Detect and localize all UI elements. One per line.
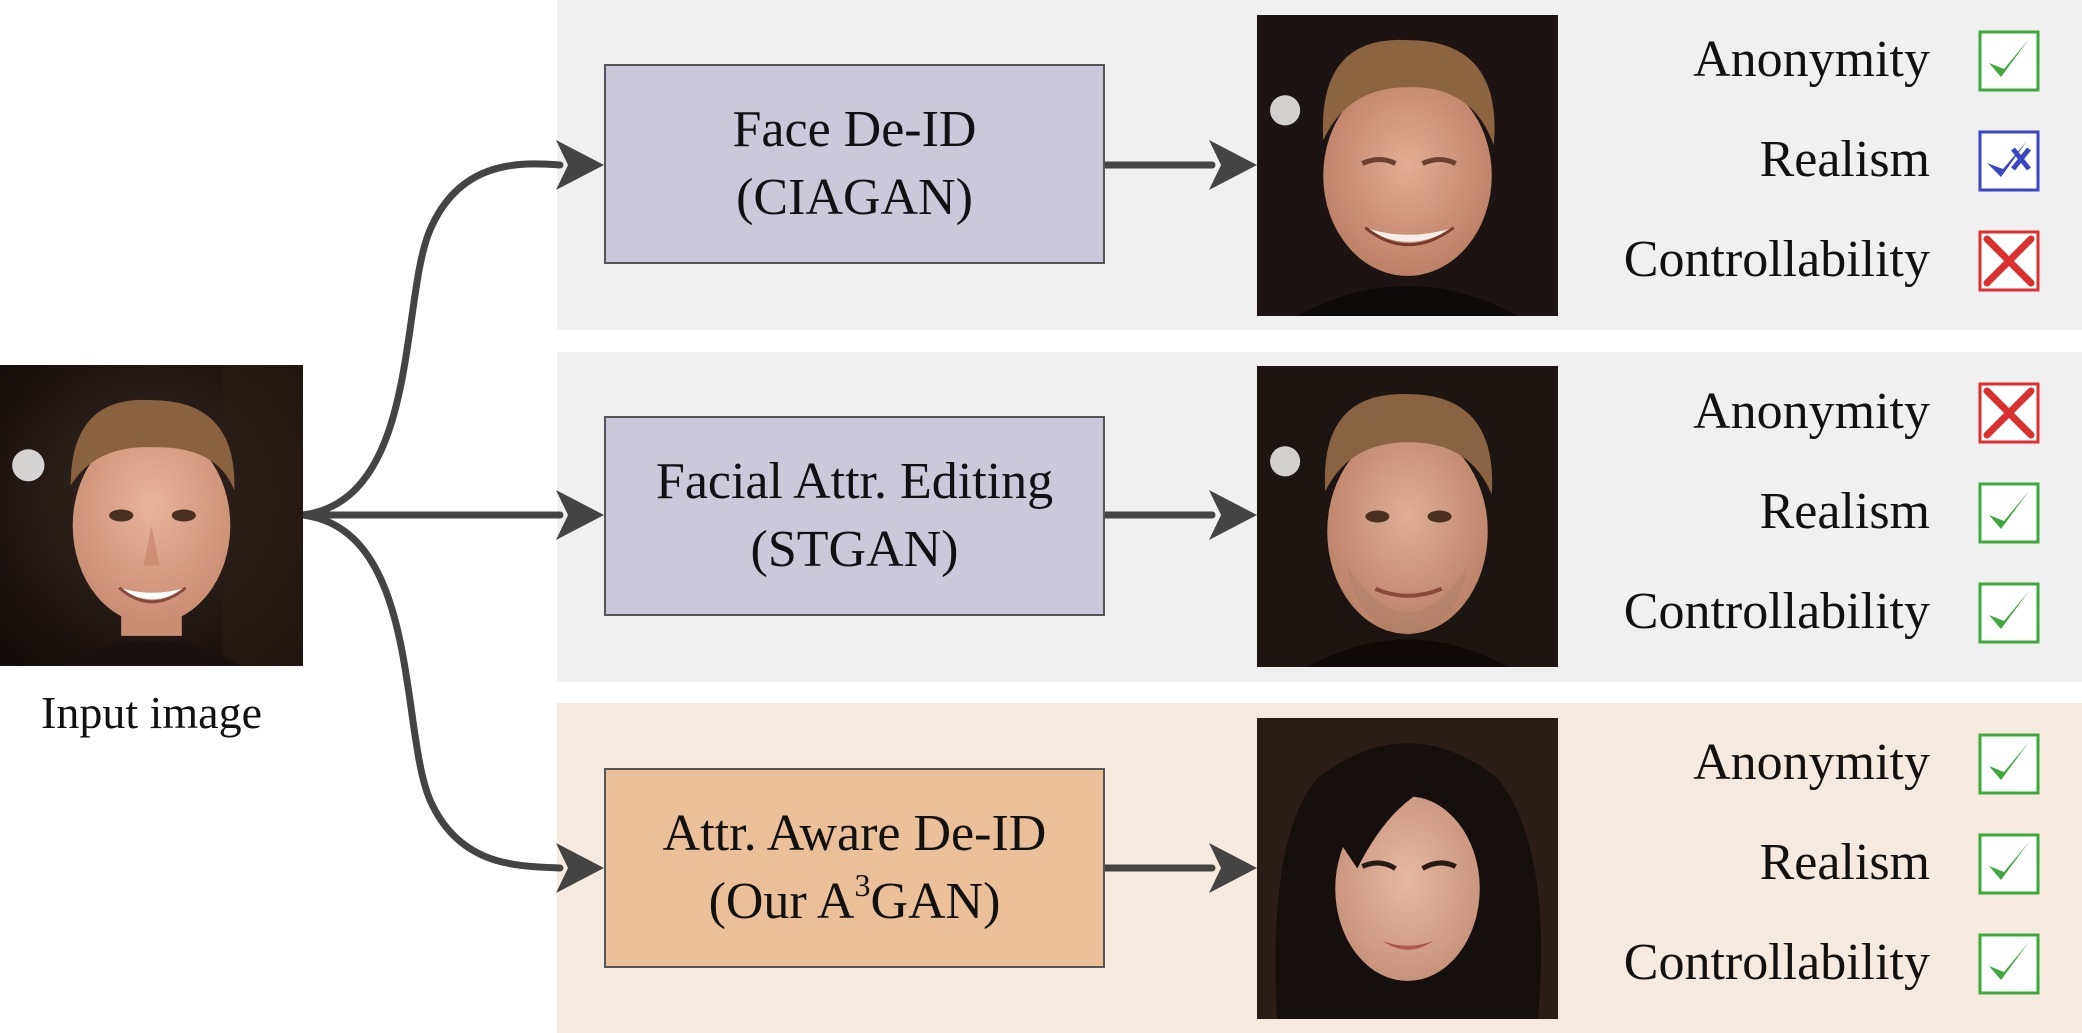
check-mark-icon bbox=[1977, 832, 2041, 896]
arrowhead-bottom bbox=[556, 843, 604, 893]
criterion-label-anonymity: Anonymity bbox=[1693, 734, 1930, 791]
input-face-photo bbox=[0, 365, 303, 666]
criterion-label-controllability: Controllability bbox=[1623, 934, 1930, 991]
branch-curve-top bbox=[299, 160, 564, 519]
criterion-label-controllability: Controllability bbox=[1623, 231, 1930, 288]
arrowhead-top bbox=[556, 140, 604, 190]
method-box-stgan: Facial Attr. Editing (STGAN) bbox=[604, 416, 1105, 616]
check-mark-icon bbox=[1977, 932, 2041, 996]
cross-mark-icon bbox=[1977, 229, 2041, 293]
criterion-label-anonymity: Anonymity bbox=[1693, 31, 1930, 88]
arrowhead-row3 bbox=[1209, 843, 1257, 893]
output-face-ciagan bbox=[1257, 15, 1558, 316]
input-image-label: Input image bbox=[41, 687, 262, 738]
method-title: Facial Attr. Editing bbox=[655, 453, 1054, 510]
method-box-a3gan: Attr. Aware De-ID (Our A3GAN) bbox=[604, 768, 1105, 968]
cross-mark-icon bbox=[1977, 381, 2041, 445]
method-box-ciagan: Face De-ID (CIAGAN) bbox=[604, 64, 1105, 264]
check-mark-icon bbox=[1977, 732, 2041, 796]
check-mark-icon bbox=[1977, 481, 2041, 545]
criterion-label-realism: Realism bbox=[1759, 483, 1930, 540]
method-subtitle: (CIAGAN) bbox=[736, 169, 973, 226]
check-mark-icon bbox=[1977, 581, 2041, 645]
check-mark-icon bbox=[1977, 29, 2041, 93]
method-title: Face De-ID bbox=[732, 101, 977, 158]
method-subtitle: (STGAN) bbox=[750, 521, 959, 578]
partial-check-icon bbox=[1977, 129, 2041, 193]
criterion-label-realism: Realism bbox=[1759, 834, 1930, 891]
output-face-a3gan bbox=[1257, 718, 1558, 1019]
arrowhead-row1 bbox=[1209, 140, 1257, 190]
method-subtitle: (Our A3GAN) bbox=[708, 867, 1001, 930]
criterion-label-controllability: Controllability bbox=[1623, 583, 1930, 640]
branch-curve-bottom bbox=[299, 511, 564, 872]
output-face-stgan bbox=[1257, 366, 1558, 667]
arrowhead-middle bbox=[556, 490, 604, 540]
arrowhead-row2 bbox=[1209, 490, 1257, 540]
criterion-label-anonymity: Anonymity bbox=[1693, 383, 1930, 440]
method-title: Attr. Aware De-ID bbox=[662, 805, 1047, 862]
criterion-label-realism: Realism bbox=[1759, 131, 1930, 188]
